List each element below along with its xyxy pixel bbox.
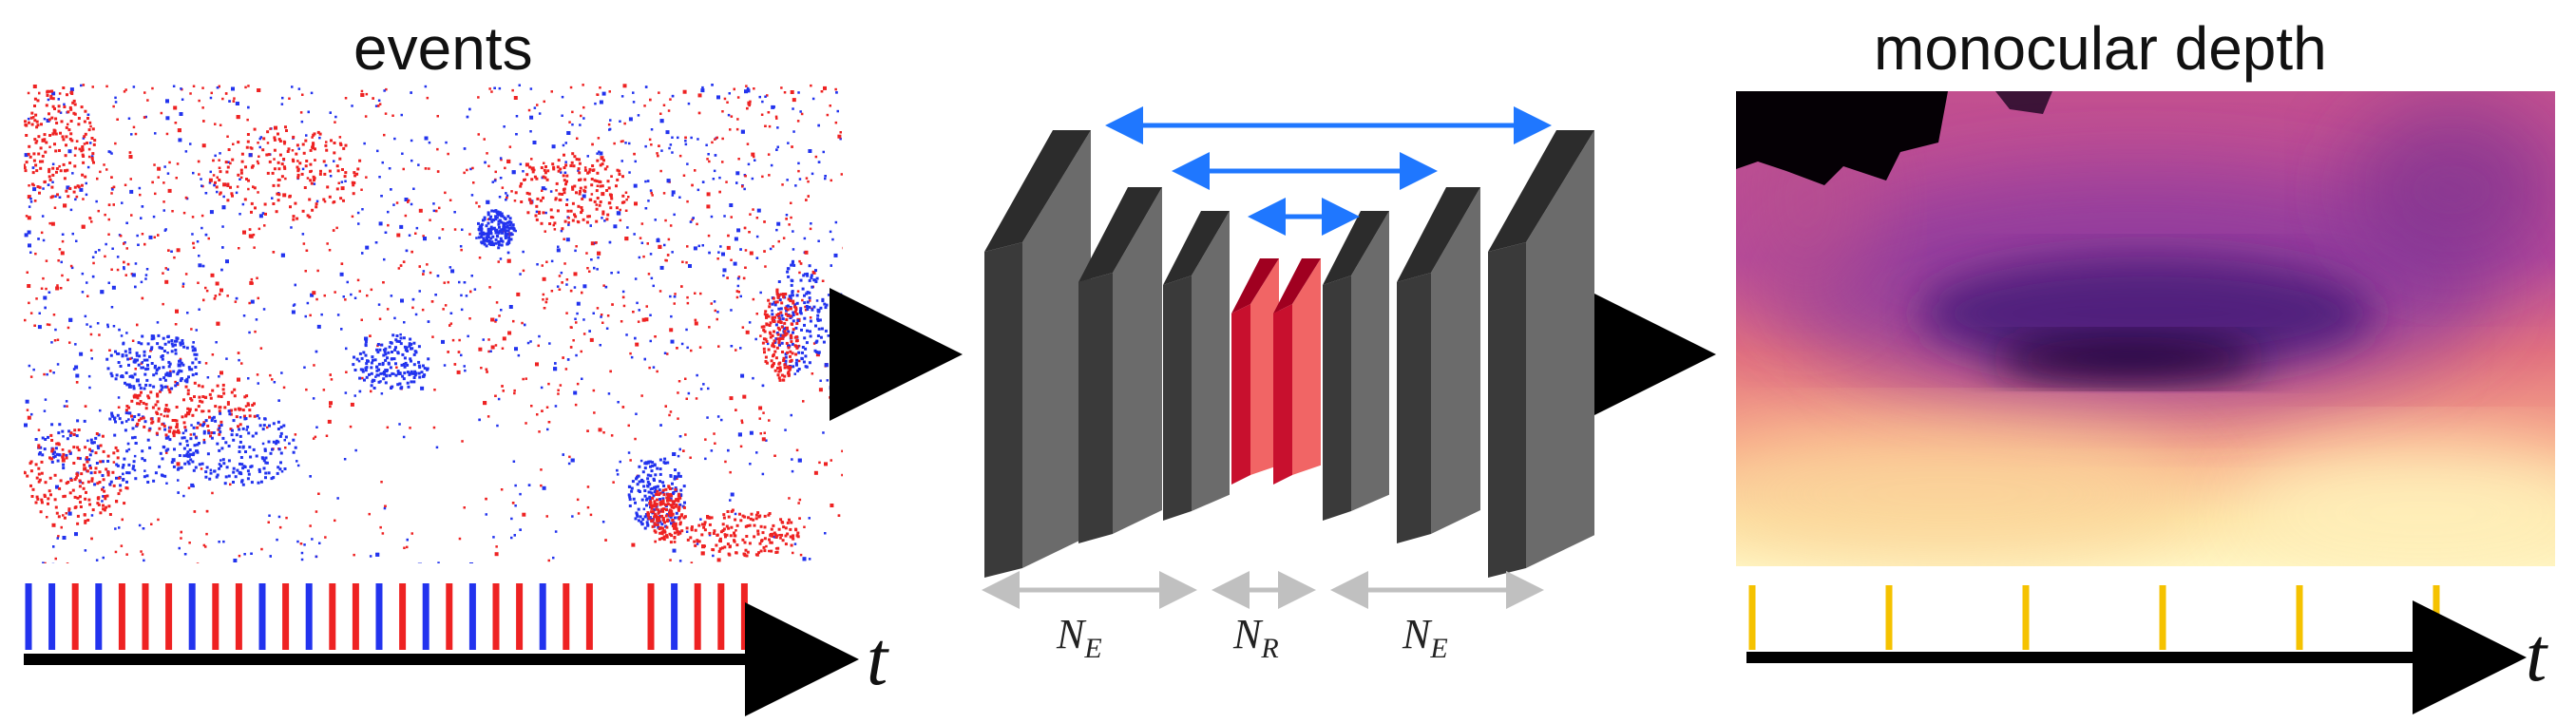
conv-layer [984,130,1091,578]
depth-map-image [1736,91,2555,566]
conv-layer [1323,211,1389,521]
conv-layer [1488,130,1594,578]
event-time-label: t [867,618,889,701]
event-timeline-ticks [25,583,748,650]
svg-text:NR: NR [1232,611,1279,664]
recurrent-layer [1273,258,1321,485]
recurrent-layer [1231,258,1279,485]
depth-title: monocular depth [1874,14,2327,83]
depth-timeline-ticks [1748,585,2440,650]
network-diagram [984,130,1594,578]
encoder-label-left: NE [1056,611,1102,664]
event-frame-image [24,84,843,563]
events-title: events [353,14,533,83]
depth-time-label: t [2526,614,2548,697]
svg-text:NE: NE [1402,611,1448,664]
recurrent-label: NR [1232,611,1279,664]
conv-layer [1163,211,1230,521]
encoder-label-right: NE [1402,611,1448,664]
conv-layer [1078,187,1162,543]
conv-layer [1397,187,1480,543]
svg-text:NE: NE [1056,611,1102,664]
